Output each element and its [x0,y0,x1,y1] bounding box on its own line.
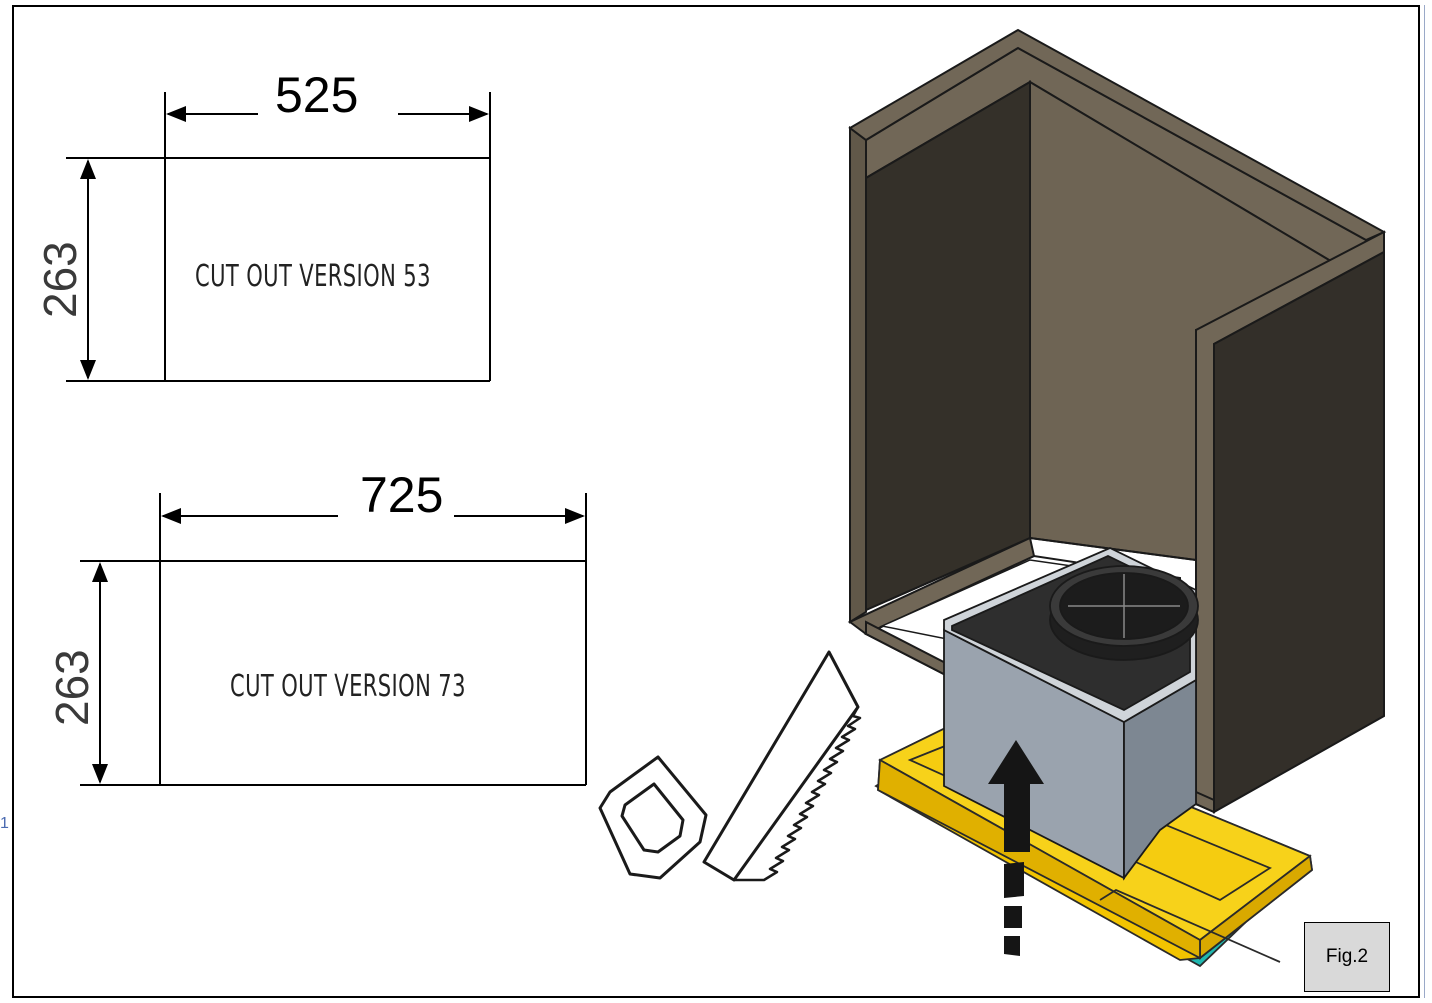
cutout-drawing-73 [80,493,587,786]
dimension-height-73: 263 [46,649,98,726]
hood-unit [943,547,1199,881]
figure-label: Fig.2 [1304,922,1390,992]
saw-icon [598,650,862,882]
figure-frame [12,5,1420,998]
upward-arrow-icon [988,740,1044,956]
dimension-width-73: 725 [360,467,444,523]
cutout-drawing-53 [66,92,491,382]
dimension-height-53: 263 [34,241,86,318]
cutout-label-73: CUT OUT VERSION 73 [230,669,466,704]
frame-edge-line [1424,5,1425,998]
cutout-label-53: CUT OUT VERSION 53 [195,259,431,294]
dimension-width-53: 525 [275,67,359,123]
page-number: 1 [0,815,9,832]
